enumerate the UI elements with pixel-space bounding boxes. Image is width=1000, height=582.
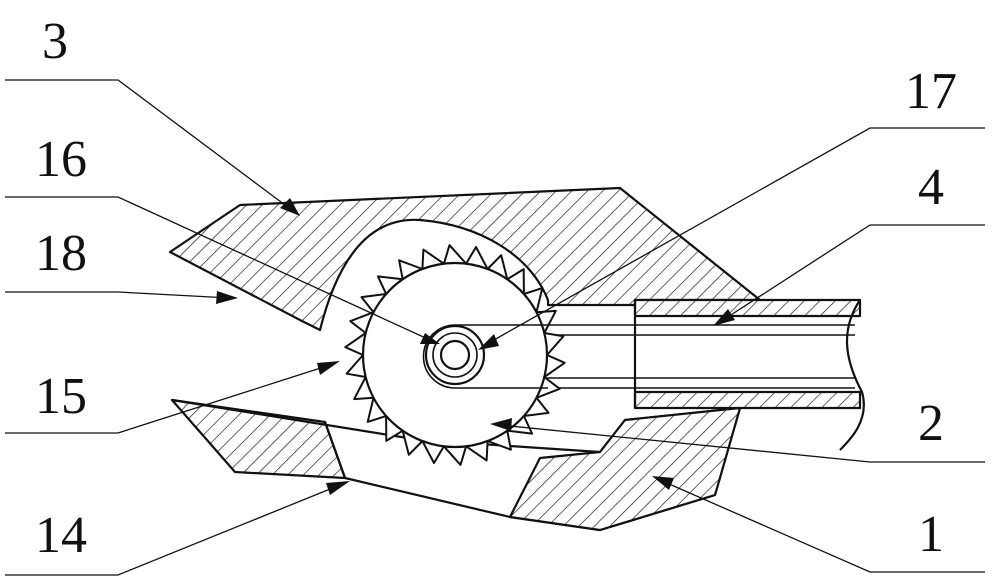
arrow-15 [317, 361, 340, 375]
leader-18 [5, 292, 230, 298]
label-4: 4 [918, 159, 944, 216]
label-2: 2 [918, 395, 944, 452]
label-15: 15 [35, 368, 87, 425]
label-17: 17 [905, 63, 957, 120]
tube-lower-wall [635, 392, 860, 408]
label-1: 1 [918, 506, 944, 563]
label-18: 18 [35, 225, 87, 282]
label-3: 3 [42, 13, 68, 70]
label-14: 14 [35, 507, 87, 564]
label-16: 16 [35, 131, 87, 188]
lower-jaw-right-block [510, 408, 740, 530]
tube-upper-wall [635, 300, 860, 316]
arrow-18 [216, 291, 238, 304]
lower-jaw-left-block [172, 400, 345, 478]
gear-disc [363, 263, 547, 447]
tube-break-line [840, 300, 864, 450]
arrow-14 [326, 481, 350, 495]
